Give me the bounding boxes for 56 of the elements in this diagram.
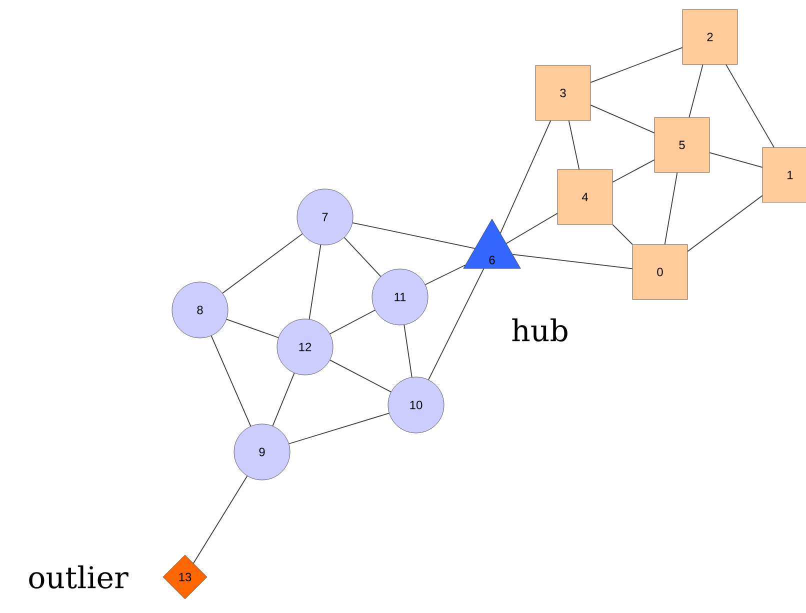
- connector-line: [709, 152, 763, 168]
- connector-line: [500, 120, 552, 234]
- circle-node: [172, 282, 228, 338]
- node-label: 3: [560, 88, 566, 98]
- square-node: [535, 65, 591, 121]
- connector-line: [210, 335, 252, 427]
- node-label: 6: [489, 256, 495, 264]
- connector-line: [428, 268, 484, 380]
- connector-line: [664, 172, 678, 245]
- node-label: 7: [322, 212, 328, 222]
- connector-line: [688, 64, 704, 118]
- connector-line: [226, 318, 279, 338]
- circle-node: [234, 424, 290, 480]
- connector-line: [726, 64, 774, 148]
- node-label: 13: [179, 572, 192, 582]
- square-node: [632, 244, 688, 300]
- connector-line: [344, 237, 382, 277]
- connector-line: [506, 212, 558, 244]
- node-label: 12: [299, 342, 312, 352]
- node-label: 8: [197, 306, 203, 314]
- node-label: 10: [410, 400, 422, 410]
- circle-node: [276, 318, 334, 376]
- connector-line: [687, 195, 763, 252]
- annotation-text: hub: [512, 318, 568, 342]
- annotation-text: outlier: [29, 565, 128, 589]
- connector-line: [568, 120, 580, 170]
- connector-line: [288, 412, 390, 444]
- node-label: 11: [394, 292, 406, 302]
- square-node: [654, 117, 710, 173]
- node-label: 1: [788, 170, 793, 180]
- connector-line: [308, 244, 322, 320]
- connector-line: [330, 310, 376, 334]
- node-label: 0: [657, 268, 663, 276]
- connector-line: [590, 104, 655, 134]
- connector-line: [272, 372, 295, 426]
- node-label: 2: [707, 32, 713, 42]
- circle-node: [296, 188, 354, 246]
- connector-line: [222, 233, 303, 294]
- diamond-node: [162, 554, 208, 600]
- connector-line: [612, 159, 655, 183]
- circle-node: [388, 376, 444, 434]
- square-node: [682, 9, 738, 65]
- connector-line: [590, 47, 683, 83]
- connector-line: [424, 264, 466, 286]
- triangle-node: [463, 218, 521, 269]
- square-node: [557, 169, 613, 225]
- connector-line: [512, 254, 633, 270]
- circle-node: [372, 268, 428, 326]
- connector-line: [612, 224, 633, 245]
- connector-line: [404, 324, 412, 378]
- node-label: 4: [582, 192, 588, 202]
- connector-line: [193, 476, 248, 564]
- connector-line: [330, 360, 392, 392]
- connector-line: [352, 222, 476, 249]
- node-label: 5: [679, 140, 685, 150]
- node-label: 9: [259, 448, 265, 456]
